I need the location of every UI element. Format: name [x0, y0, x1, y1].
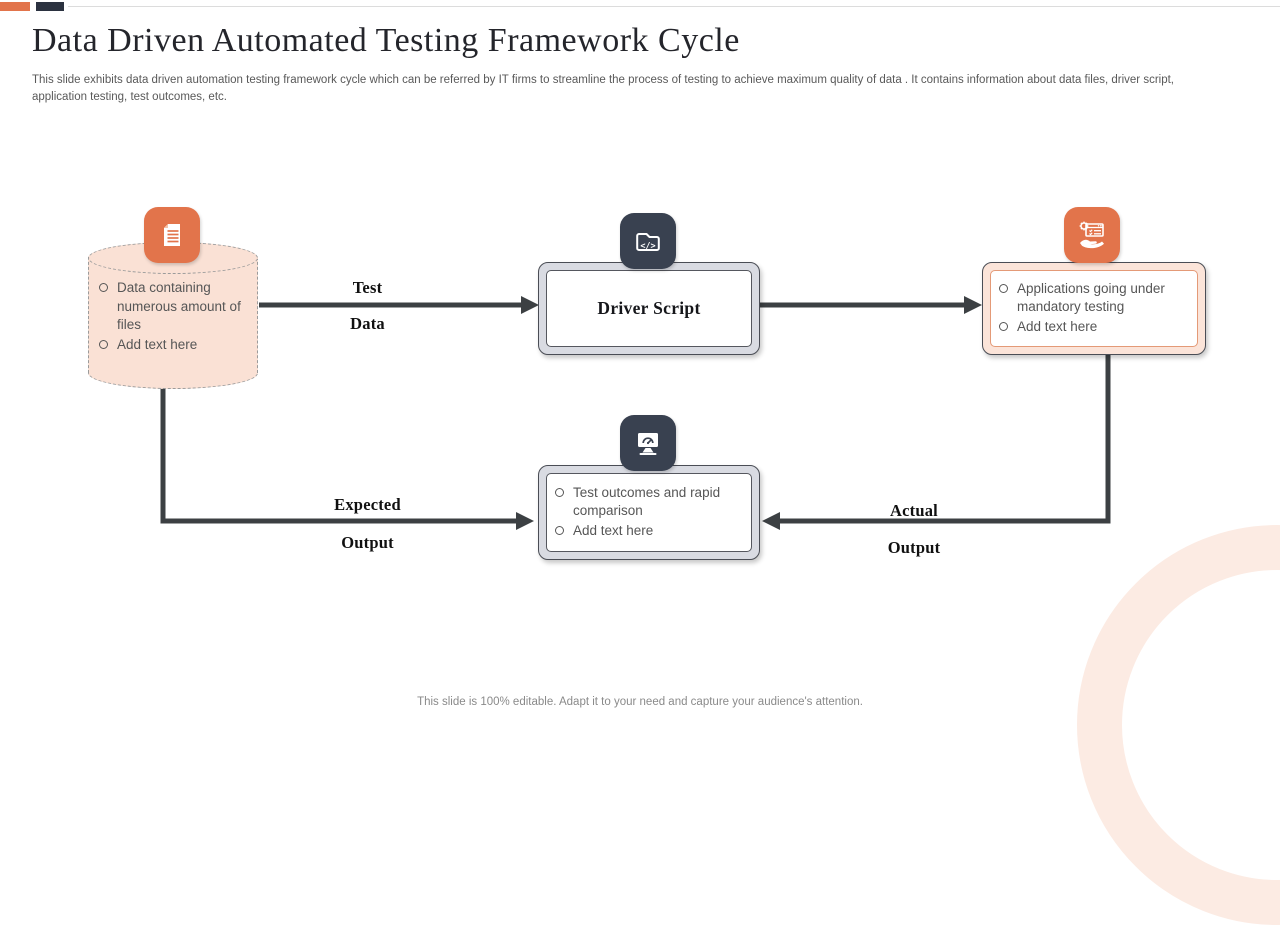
bullet-icon — [99, 339, 108, 349]
applications-inner: Applications going under mandatory testi… — [990, 270, 1198, 347]
page-subtitle: This slide exhibits data driven automati… — [32, 74, 1175, 103]
list-item: Applications going under mandatory testi… — [997, 280, 1191, 317]
applications-text: Applications going under mandatory testi… — [997, 280, 1191, 338]
bullet-icon — [555, 525, 564, 535]
bullet-text: Add text here — [1017, 318, 1098, 334]
monitor-gauge-icon — [620, 415, 676, 471]
data-store-cylinder — [88, 257, 258, 373]
driver-script-node: Driver Script — [538, 262, 760, 355]
svg-text:</>: </> — [640, 242, 655, 252]
bullet-icon — [999, 321, 1008, 331]
label-data: Data — [350, 314, 385, 333]
app-testing-icon — [1064, 207, 1120, 263]
data-store-text: Data containing numerous amount of files… — [97, 279, 249, 356]
list-item: Add text here — [997, 318, 1191, 337]
corner-bar-dark — [36, 2, 64, 11]
bullet-text: Test outcomes and rapid comparison — [573, 484, 721, 519]
outcomes-node: Test outcomes and rapid comparison Add t… — [538, 465, 760, 560]
label-output-actual: Output — [887, 538, 941, 557]
bullet-text: Data containing numerous amount of files — [117, 280, 241, 333]
bullet-text: Add text here — [573, 522, 654, 538]
page-title: Data Driven Automated Testing Framework … — [32, 22, 740, 59]
label-actual: Actual — [890, 501, 938, 520]
outcomes-text: Test outcomes and rapid comparison Add t… — [553, 484, 745, 542]
document-icon — [144, 207, 200, 263]
label-expected: Expected — [334, 495, 401, 514]
outcomes-inner: Test outcomes and rapid comparison Add t… — [546, 473, 752, 552]
footer-note: This slide is 100% editable. Adapt it to… — [417, 696, 863, 708]
bullet-icon — [555, 487, 564, 497]
bullet-icon — [999, 283, 1008, 293]
arrow-test-data — [259, 296, 539, 314]
corner-bar-orange — [0, 2, 30, 11]
decorative-ring — [1077, 525, 1280, 925]
applications-node: Applications going under mandatory testi… — [982, 262, 1206, 355]
label-test: Test — [352, 278, 383, 297]
list-item: Add text here — [553, 522, 745, 541]
top-divider-line — [68, 6, 1280, 7]
driver-script-label: Driver Script — [597, 298, 701, 318]
bullet-icon — [99, 283, 108, 292]
bullet-text: Applications going under mandatory testi… — [1017, 280, 1165, 315]
label-output-expected: Output — [341, 533, 394, 552]
arrow-driver-to-applications — [760, 296, 982, 314]
list-item: Add text here — [97, 336, 249, 355]
list-item: Test outcomes and rapid comparison — [553, 484, 745, 521]
driver-script-inner: Driver Script — [546, 270, 752, 347]
bullet-text: Add text here — [117, 336, 198, 352]
list-item: Data containing numerous amount of files — [97, 279, 249, 335]
code-folder-icon: </> — [620, 213, 676, 269]
